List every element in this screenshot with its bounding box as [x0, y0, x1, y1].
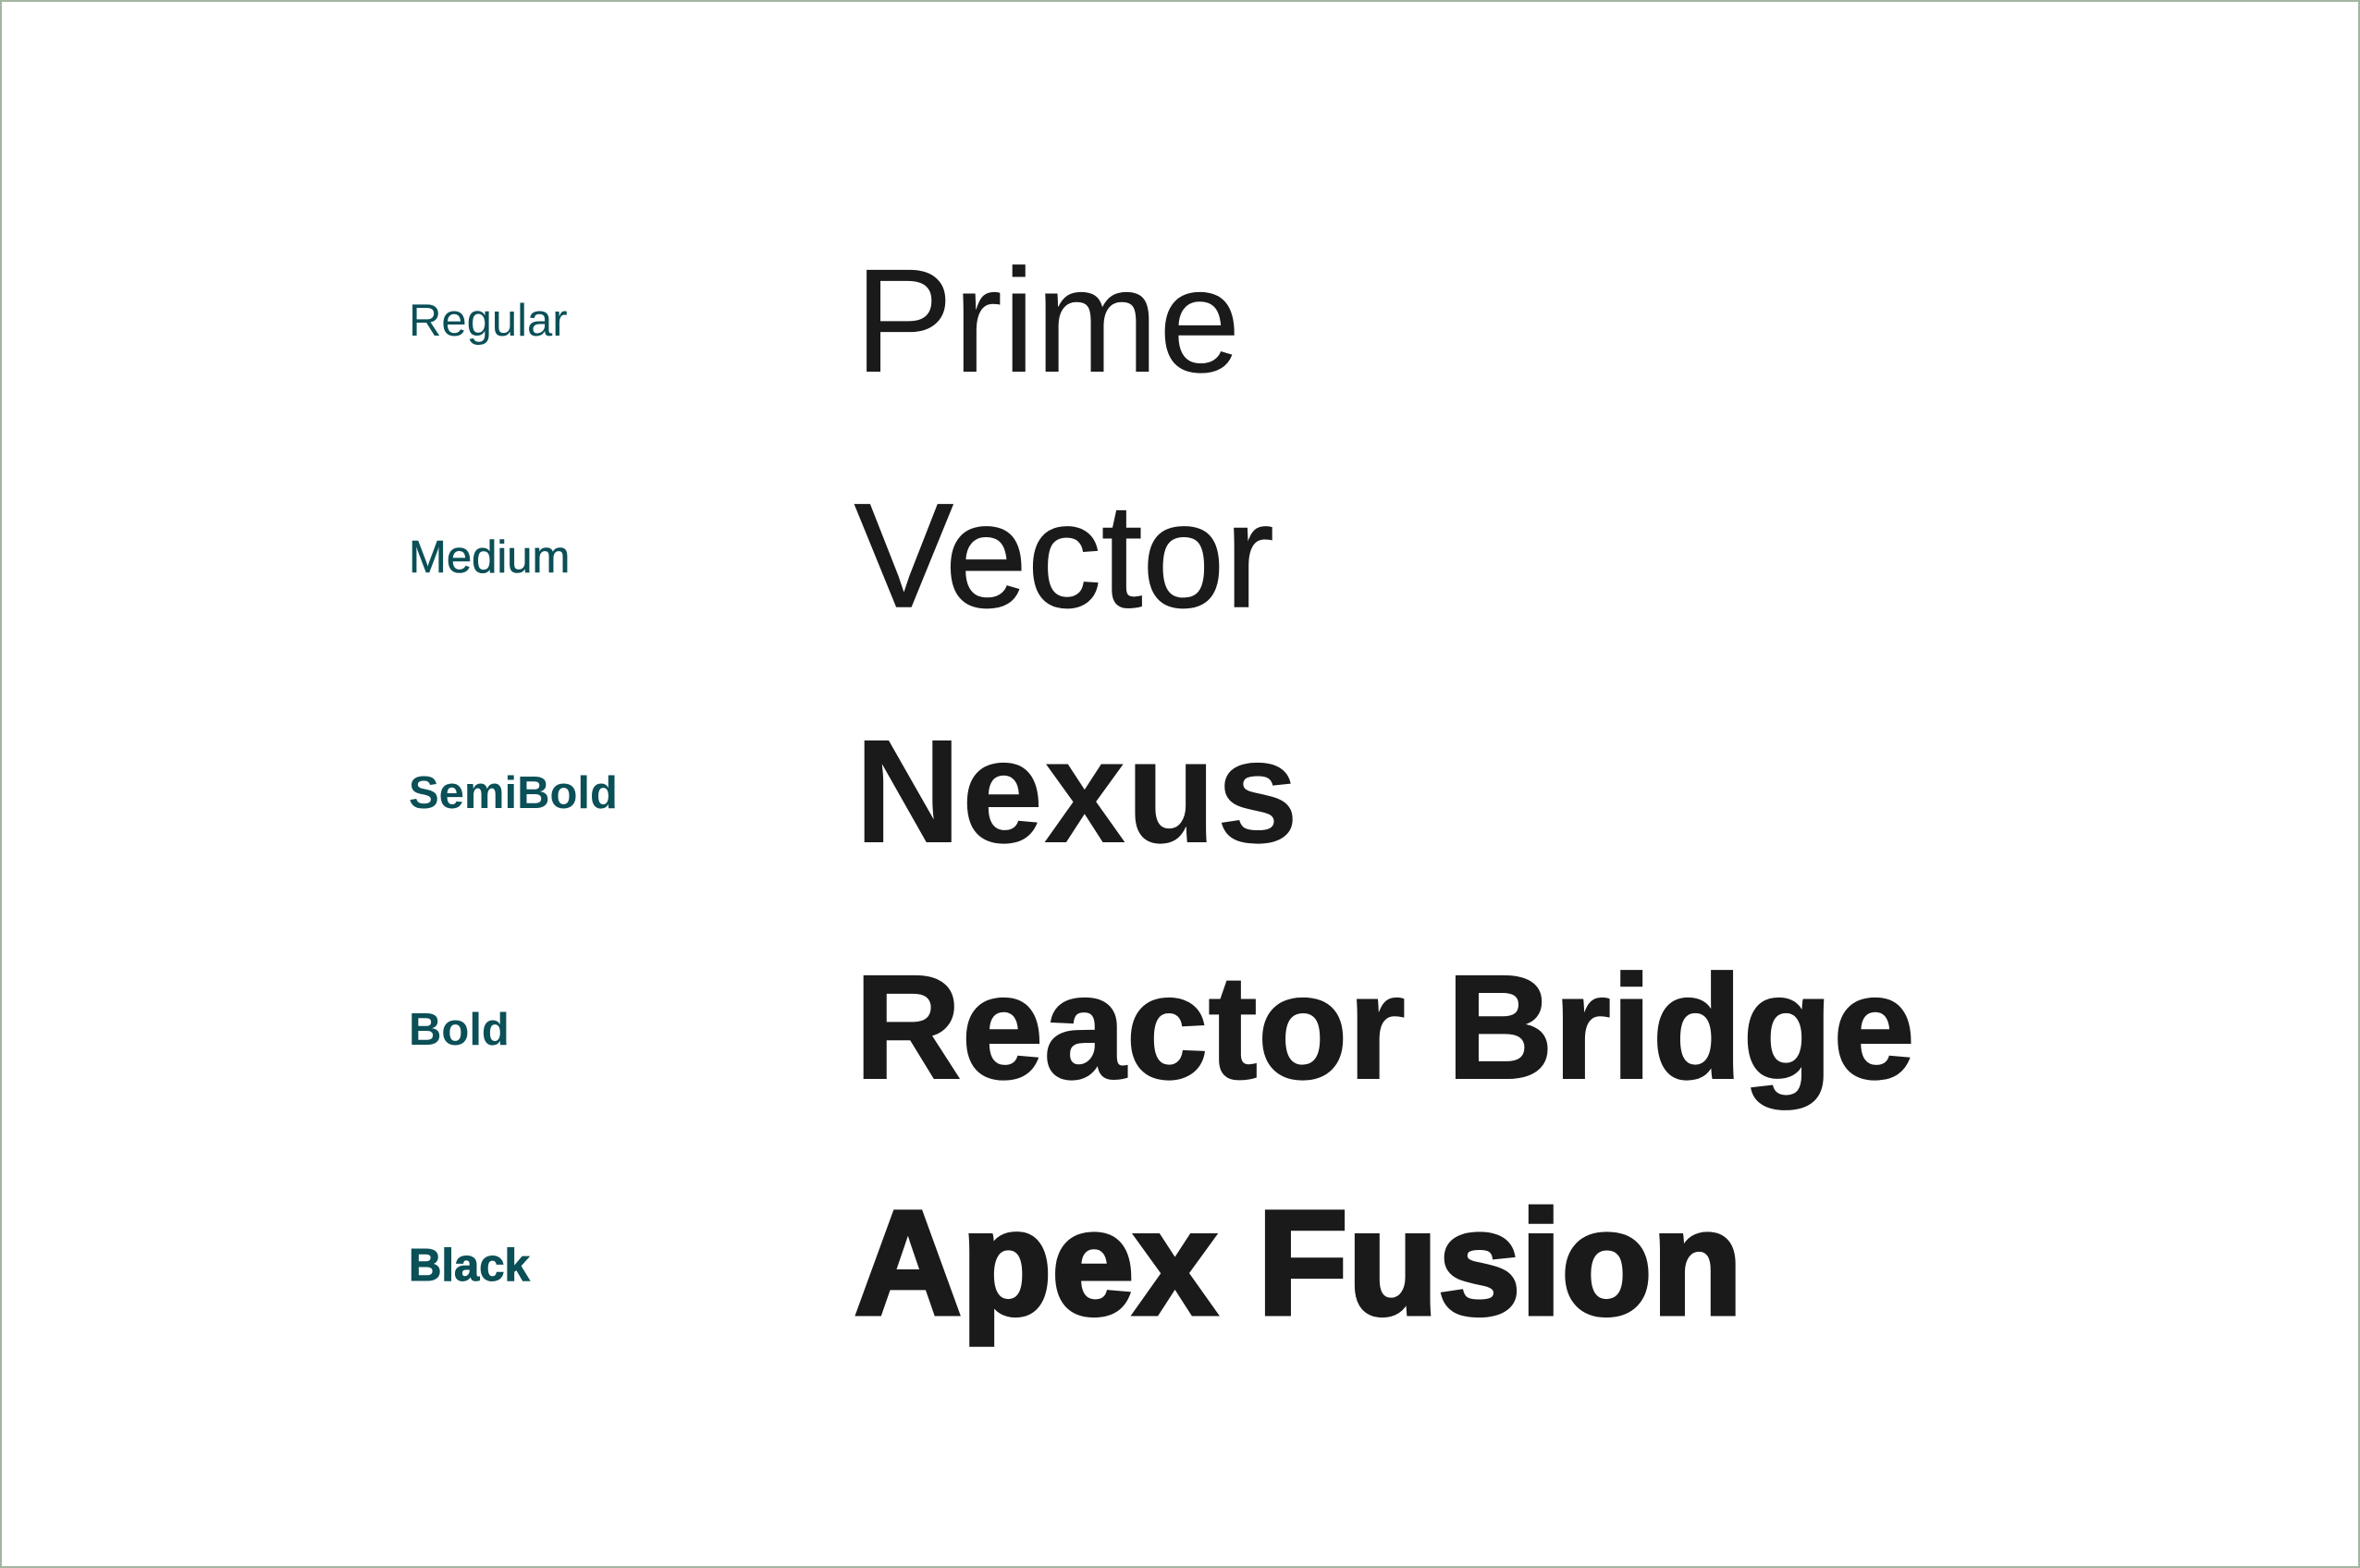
weight-row-semibold: SemiBold Nexus [2, 2, 2360, 865]
weight-row-regular: Regular Prime [2, 2, 2360, 395]
weight-specimen: Prime [854, 238, 1241, 403]
weight-specimen: Vector [854, 472, 1274, 638]
weight-label: Regular [409, 296, 568, 346]
weight-label: Black [409, 1241, 531, 1291]
weight-specimen: Nexus [854, 708, 1299, 874]
weight-row-medium: Medium Vector [2, 2, 2360, 631]
weight-specimen: Reactor Bridge [854, 944, 1916, 1109]
weight-label: Medium [409, 533, 571, 582]
weight-specimen: Apex Fusion [852, 1180, 1744, 1345]
weight-row-bold: Bold Reactor Bridge [2, 2, 2360, 1102]
weight-label: SemiBold [409, 768, 618, 818]
weight-row-black: Black Apex Fusion [2, 2, 2360, 1339]
weight-label: Bold [409, 1005, 510, 1055]
